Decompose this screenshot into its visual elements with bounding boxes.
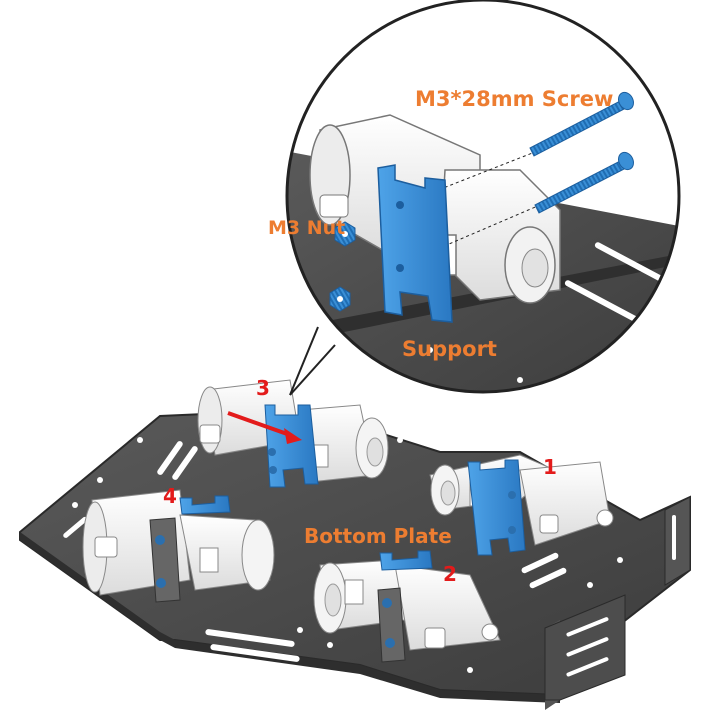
screw-label: M3*28mm Screw — [415, 87, 613, 111]
support-bracket-2 — [379, 550, 433, 571]
support-bracket-icon — [377, 164, 453, 323]
bottom-plate-label: Bottom Plate — [304, 524, 452, 548]
step-number-4: 4 — [163, 484, 177, 508]
step-number-3: 3 — [256, 376, 270, 400]
step-number-2: 2 — [443, 562, 457, 586]
wheel-shaft-icon — [424, 627, 446, 649]
support-bracket-3 — [264, 404, 319, 488]
callout-lines — [289, 326, 336, 396]
step-number-1: 1 — [543, 455, 557, 479]
support-bracket-1 — [467, 459, 526, 556]
motor-4 — [82, 489, 275, 603]
screw-icon — [529, 91, 634, 214]
wheel-shaft-icon — [94, 536, 118, 558]
motor-2 — [313, 559, 501, 663]
wheel-shaft-icon — [319, 194, 349, 218]
nut-label: M3 Nut — [268, 217, 345, 239]
wheel-shaft-icon — [539, 514, 559, 534]
zoom-circle — [285, 0, 681, 394]
support-label: Support — [402, 337, 497, 361]
support-bracket-4 — [179, 495, 231, 515]
wheel-shaft-icon — [199, 424, 221, 444]
nut-icon — [329, 221, 356, 312]
arrow-icon — [227, 411, 302, 444]
plate-slots — [63, 441, 567, 662]
